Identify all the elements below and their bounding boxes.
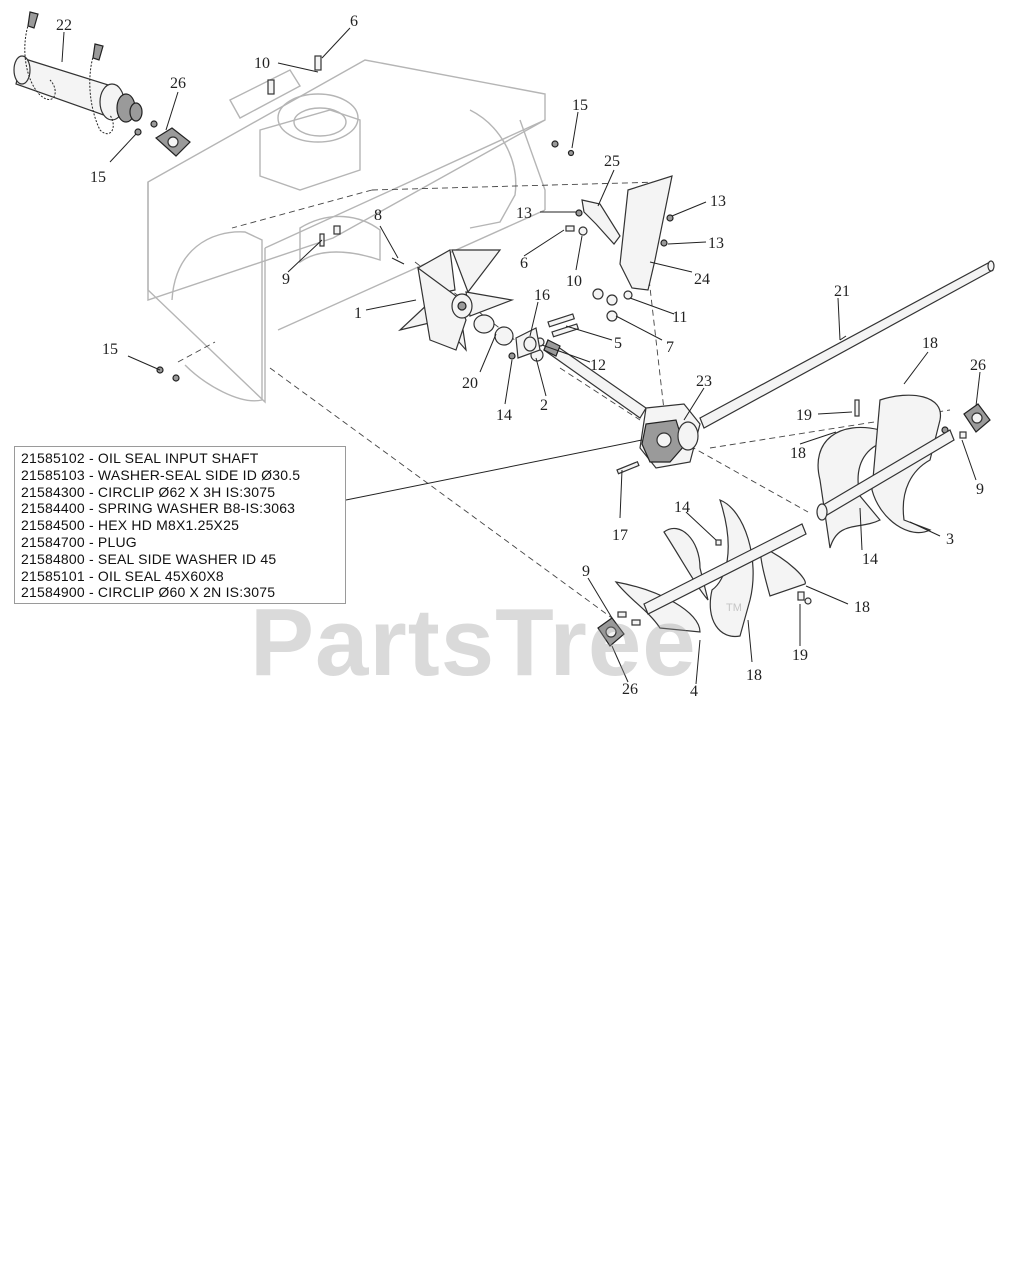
note-line: 21584400 - SPRING WASHER B8-IS:3063	[21, 500, 296, 517]
note-line: 21584900 - CIRCLIP Ø60 X 2N IS:3075	[21, 584, 276, 601]
drive-shaft-assembly	[13, 11, 143, 135]
note-line: 21585102 - OIL SEAL INPUT SHAFT	[21, 450, 259, 466]
auger-shaft	[699, 260, 995, 429]
callout-21: 21	[834, 283, 850, 300]
partstree-watermark: PartsTree	[250, 589, 697, 696]
bearing-flange-right	[963, 403, 991, 433]
callout-26-top: 26	[170, 75, 186, 92]
callout-5: 5	[614, 335, 622, 352]
callout-19-bottom: 19	[792, 647, 808, 664]
callout-22: 22	[56, 17, 72, 34]
plate-24	[619, 175, 673, 291]
bushings	[473, 314, 541, 359]
callout-2: 2	[540, 397, 548, 414]
bearing-flange-top	[155, 127, 191, 157]
callout-12: 12	[590, 357, 606, 374]
callout-24: 24	[694, 271, 710, 288]
callout-18-mid: 18	[790, 445, 806, 462]
callout-10-top: 10	[254, 55, 270, 72]
bracket-25	[581, 199, 621, 245]
auger-housing	[147, 59, 546, 404]
callout-numbers: 22 6 10 26 15 15 13 13 25 13 8 6 10 24 9…	[56, 13, 986, 700]
callout-15-left: 15	[90, 169, 106, 186]
callout-15-top: 15	[572, 97, 588, 114]
callout-18-top: 18	[922, 335, 938, 352]
leader-lines	[61, 27, 981, 685]
callout-18-right: 18	[854, 599, 870, 616]
callout-15-bottom-left: 15	[102, 341, 118, 358]
callout-6-mid: 6	[520, 255, 528, 272]
callout-16: 16	[534, 287, 550, 304]
callout-9-bottom: 9	[582, 563, 590, 580]
note-line: 21585101 - OIL SEAL 45X60X8	[21, 567, 224, 584]
auger-right	[816, 394, 955, 549]
callout-11: 11	[672, 309, 687, 326]
callout-13-c: 13	[708, 235, 724, 252]
callout-17: 17	[612, 527, 628, 544]
callout-14-bottom: 14	[674, 499, 690, 516]
callout-3: 3	[946, 531, 954, 548]
callout-1: 1	[354, 305, 362, 322]
note-line: 21585103 - WASHER-SEAL SIDE ID Ø30.5	[21, 466, 301, 483]
note-line: 21584700 - PLUG	[21, 533, 137, 550]
watermark-trademark: TM	[726, 602, 742, 614]
hardware	[134, 55, 967, 626]
callout-13-b: 13	[710, 193, 726, 210]
callout-8: 8	[374, 207, 382, 224]
callout-14-right: 14	[862, 551, 878, 568]
auger-left	[614, 498, 807, 638]
callout-25: 25	[604, 153, 620, 170]
note-line: 21584800 - SEAL SIDE WASHER ID 45	[21, 550, 277, 567]
impeller	[397, 249, 515, 352]
callout-7: 7	[666, 339, 674, 356]
callout-9-left: 9	[282, 271, 290, 288]
note-line: 21584500 - HEX HD M8X1.25X25	[21, 517, 240, 534]
callout-10-mid: 10	[566, 273, 582, 290]
callout-26-bottom: 26	[622, 681, 638, 698]
callout-6-top: 6	[350, 13, 358, 30]
note-line: 21584300 - CIRCLIP Ø62 X 3H IS:3075	[21, 483, 276, 500]
callout-9-right: 9	[976, 481, 984, 498]
callout-23: 23	[696, 373, 712, 390]
callout-13-a: 13	[516, 205, 532, 222]
callout-20: 20	[462, 375, 478, 392]
callout-18-bottom: 18	[746, 667, 762, 684]
callout-4: 4	[690, 683, 698, 700]
bearing-flange-bottom	[597, 617, 625, 647]
callout-26-right: 26	[970, 357, 986, 374]
input-shaft	[543, 339, 647, 419]
gearbox	[639, 403, 701, 469]
parts-note-box: 21585102 - OIL SEAL INPUT SHAFT 21585103…	[14, 446, 346, 604]
callout-14-mid: 14	[496, 407, 512, 424]
callout-19-top: 19	[796, 407, 812, 424]
